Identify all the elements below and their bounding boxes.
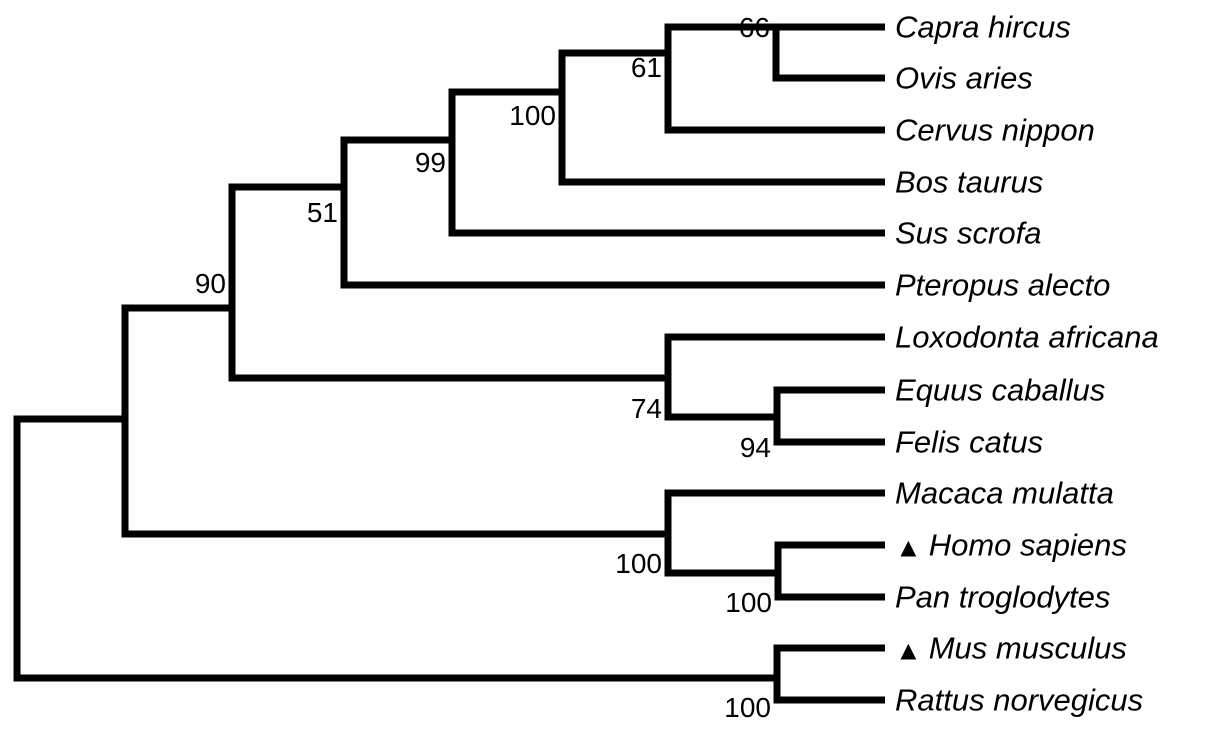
taxon-name: Ovis aries	[895, 60, 1033, 96]
taxon-name: Felis catus	[895, 424, 1044, 460]
tip-label-mus-musculus: ▲Mus musculus	[895, 630, 1127, 666]
tip-label-sus-scrofa: Sus scrofa	[895, 218, 1041, 249]
support-value-node-equus-felis: 94	[739, 432, 771, 463]
tip-label-equus-caballus: Equus caballus	[895, 375, 1105, 406]
tip-label-cervus-nippon: Cervus nippon	[895, 115, 1095, 146]
triangle-marker-icon: ▲	[895, 635, 922, 666]
support-value-node-bovidae-cervus: 61	[630, 52, 662, 83]
taxon-name: Equus caballus	[895, 372, 1106, 408]
taxon-name: Pan troglodytes	[895, 579, 1111, 615]
taxon-name: Mus musculus	[928, 630, 1127, 666]
taxon-name: Rattus norvegicus	[895, 682, 1144, 718]
tip-label-loxodonta-africana: Loxodonta africana	[895, 322, 1159, 353]
taxon-name: Sus scrofa	[895, 215, 1042, 251]
taxon-name: Capra hircus	[895, 9, 1071, 45]
taxon-name: Macaca mulatta	[895, 475, 1114, 511]
support-value-node-ruminantia-sus: 99	[414, 147, 446, 178]
tip-label-bos-taurus: Bos taurus	[895, 167, 1043, 198]
taxon-name: Loxodonta africana	[895, 319, 1159, 355]
taxon-name: Homo sapiens	[928, 527, 1127, 563]
support-value-node-capra-ovis: 66	[738, 12, 770, 43]
tip-label-macaca-mulatta: Macaca mulatta	[895, 478, 1114, 509]
tip-label-capra-hircus: Capra hircus	[895, 12, 1071, 43]
support-value-node-loxodonta-perissodactyla: 74	[630, 393, 662, 424]
taxon-name: Pteropus alecto	[895, 267, 1111, 303]
tip-label-pteropus-alecto: Pteropus alecto	[895, 270, 1110, 301]
support-value-node-primates: 100	[615, 548, 662, 579]
tip-label-rattus-norvegicus: Rattus norvegicus	[895, 685, 1143, 716]
tip-label-felis-catus: Felis catus	[895, 427, 1043, 458]
support-value-node-artiodactyla-pteropus: 51	[306, 197, 338, 228]
support-value-node-rodentia: 100	[724, 692, 771, 723]
support-value-node-homo-pan: 100	[725, 587, 772, 618]
tip-label-pan-troglodytes: Pan troglodytes	[895, 582, 1110, 613]
support-value-node-pecora-bos: 100	[509, 100, 556, 131]
support-value-node-laurasiatheria: 90	[194, 268, 226, 299]
tip-label-homo-sapiens: ▲Homo sapiens	[895, 527, 1127, 563]
taxon-name: Cervus nippon	[895, 112, 1095, 148]
taxon-name: Bos taurus	[895, 164, 1044, 200]
triangle-marker-icon: ▲	[895, 532, 922, 563]
tip-label-ovis-aries: Ovis aries	[895, 63, 1033, 94]
